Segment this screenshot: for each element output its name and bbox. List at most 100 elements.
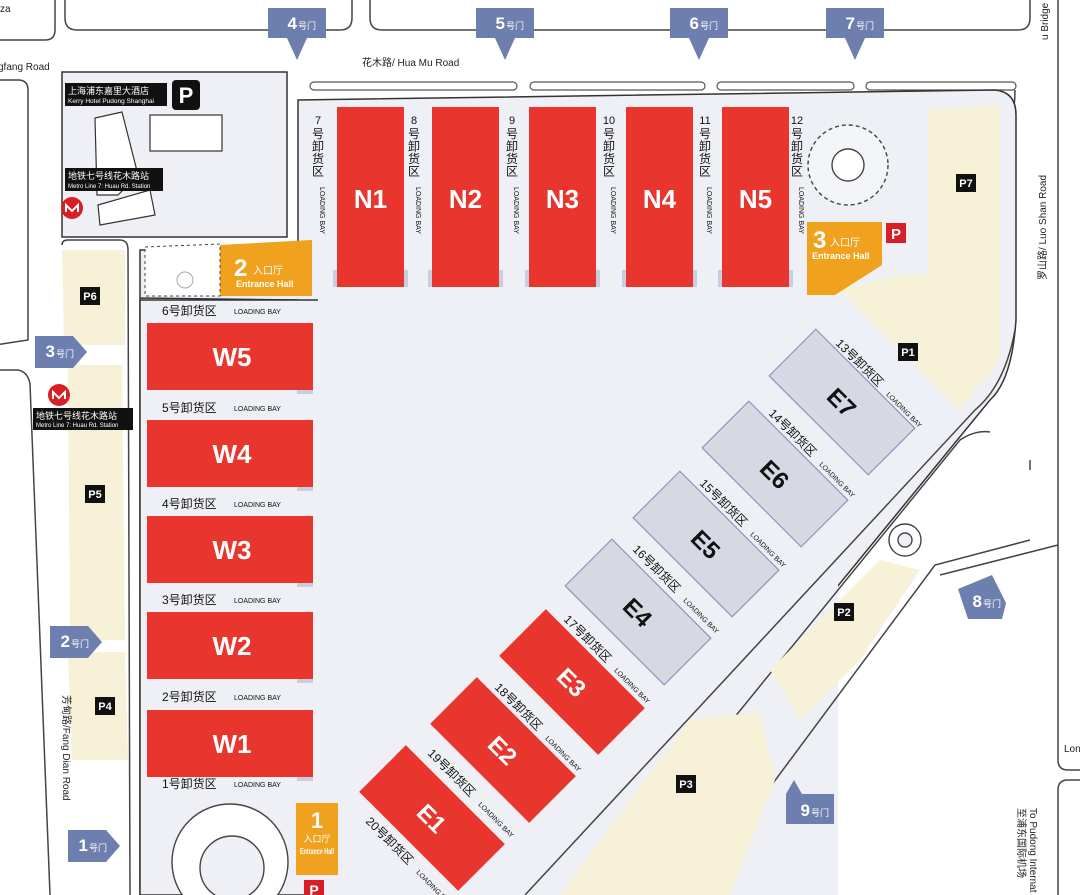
hall-e4[interactable]: E4	[564, 538, 712, 686]
entrance-hall-3[interactable]: 3 入口厅 Entrance Hall	[807, 222, 882, 295]
gate-suffix: 号门	[506, 20, 524, 31]
svg-text:9: 9	[509, 115, 515, 127]
gate-number: 8	[973, 592, 982, 611]
gate-suffix: 号门	[811, 807, 829, 818]
svg-text:P7: P7	[959, 178, 972, 190]
hall-e7[interactable]: E7	[768, 328, 916, 476]
hall-w5[interactable]: W5	[147, 323, 313, 394]
svg-text:卸: 卸	[506, 139, 518, 154]
gate-number: 9	[801, 801, 810, 820]
entrance-3-number: 3	[813, 227, 826, 254]
svg-text:卸: 卸	[603, 139, 615, 154]
parking-garage-icon: P	[172, 80, 200, 110]
parking-p5-label: P5	[85, 485, 105, 503]
entrance-2-cn: 入口厅	[253, 266, 283, 277]
gate-suffix: 号门	[856, 20, 874, 31]
hall-w1[interactable]: W1	[147, 710, 313, 781]
gate-number: 3	[46, 342, 55, 361]
hall-label: N1	[354, 184, 387, 214]
metro-west-icon	[48, 384, 70, 406]
svg-text:8: 8	[411, 115, 417, 127]
svg-text:货: 货	[506, 151, 518, 166]
svg-text:P5: P5	[88, 489, 101, 501]
west-ground	[139, 299, 321, 895]
svg-text:区: 区	[699, 165, 711, 179]
svg-text:LOADING BAY: LOADING BAY	[512, 187, 519, 234]
gate-suffix: 号门	[700, 20, 718, 31]
hall-n5[interactable]: N5	[718, 107, 793, 287]
parking-sign-red: P	[886, 223, 906, 243]
hall-n2[interactable]: N2	[428, 107, 503, 287]
svg-text:货: 货	[699, 151, 711, 166]
hall-e6[interactable]: E6	[701, 400, 849, 548]
svg-text:LOADING BAY: LOADING BAY	[797, 187, 804, 234]
svg-text:货: 货	[312, 151, 324, 166]
svg-text:6号卸货区: 6号卸货区	[162, 303, 217, 318]
svg-text:5号卸货区: 5号卸货区	[162, 400, 217, 415]
entrance-hall-1[interactable]: 1 入口厅 Entrance Hall	[296, 803, 338, 875]
svg-text:10: 10	[603, 115, 615, 127]
hall-w2[interactable]: W2	[147, 612, 313, 683]
parking-sign-red-bottom: P	[304, 880, 324, 895]
gate-suffix: 号门	[71, 638, 89, 649]
svg-text:11: 11	[699, 115, 710, 127]
metro-station-north-label: 地铁七号线花木路站 Metro Line 7: Huau Rd. Station	[61, 168, 163, 219]
svg-text:P1: P1	[901, 347, 914, 359]
svg-text:区: 区	[408, 165, 420, 179]
svg-text:LOADING BAY: LOADING BAY	[234, 309, 281, 316]
hall-label: W5	[213, 342, 252, 372]
hall-n3[interactable]: N3	[525, 107, 600, 287]
entrance-hall-2[interactable]: 2 入口厅 Entrance Hall	[144, 240, 312, 297]
hall-e1[interactable]: E1	[359, 745, 505, 891]
svg-text:P2: P2	[837, 607, 850, 619]
svg-text:LOADING BAY: LOADING BAY	[414, 187, 421, 234]
hall-e3[interactable]: E3	[499, 609, 645, 755]
hall-n4[interactable]: N4	[622, 107, 697, 287]
hall-w3[interactable]: W3	[147, 516, 313, 587]
svg-text:4号卸货区: 4号卸货区	[162, 496, 217, 511]
parking-p3-label: P3	[676, 775, 696, 793]
svg-text:P3: P3	[679, 779, 692, 791]
parking-areas	[62, 105, 1000, 895]
metro-west-cn: 地铁七号线花木路站	[36, 410, 117, 421]
gate-arrow-upright-icon	[958, 575, 1006, 619]
entrance-1-en: Entrance Hall	[300, 847, 334, 856]
parking-p2-label: P2	[834, 603, 854, 621]
hall-label: N3	[546, 184, 579, 214]
svg-text:号: 号	[312, 127, 324, 141]
hua-mu-road-medians	[309, 81, 1017, 91]
entrance-3-cn: 入口厅	[830, 238, 860, 249]
kerry-hotel-label: 上海浦东嘉里大酒店 Kerry Hotel Pudong Shanghai	[65, 83, 167, 106]
svg-text:7: 7	[315, 115, 321, 127]
kerry-hotel-cn: 上海浦东嘉里大酒店	[68, 85, 149, 96]
parking-p6-label: P6	[80, 287, 100, 305]
gate-number: 1	[79, 836, 88, 855]
hall-e2[interactable]: E2	[430, 677, 576, 823]
svg-text:号: 号	[791, 127, 803, 141]
gate-arrow-right-icon	[50, 626, 102, 658]
hall-n1[interactable]: N1	[333, 107, 408, 287]
hall-w4[interactable]: W4	[147, 420, 313, 491]
svg-text:LOADING BAY: LOADING BAY	[234, 598, 281, 605]
svg-text:LOADING BAY: LOADING BAY	[234, 782, 281, 789]
hall-e5[interactable]: E5	[632, 470, 780, 618]
parking-p1-area	[840, 275, 1000, 410]
gate-number: 7	[846, 14, 855, 33]
svg-text:号: 号	[506, 127, 518, 141]
entrance-3-en: Entrance Hall	[812, 251, 870, 261]
